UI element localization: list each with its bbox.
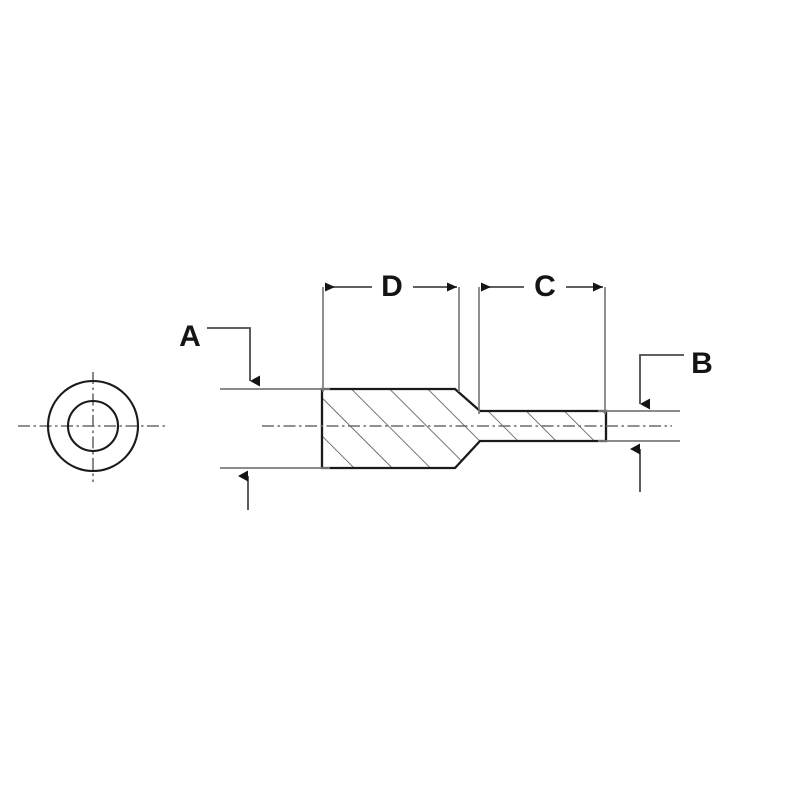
dimension-b-label: B bbox=[691, 347, 713, 380]
end-view-group bbox=[18, 372, 168, 482]
side-section-view-group bbox=[262, 387, 672, 470]
dimension-c: C bbox=[478, 270, 606, 414]
dimension-b-leader bbox=[639, 354, 684, 410]
dimension-a: A bbox=[179, 320, 330, 510]
dimension-b: B bbox=[598, 347, 713, 492]
dimension-d-label: D bbox=[381, 270, 403, 303]
dimension-d: D bbox=[322, 270, 460, 392]
dimension-a-label: A bbox=[179, 320, 201, 353]
section-hatching bbox=[322, 389, 606, 468]
end-view-outer-circle bbox=[46, 379, 140, 473]
dimension-c-label: C bbox=[534, 270, 556, 303]
end-view-inner-circle bbox=[66, 399, 120, 453]
dimension-a-leader bbox=[207, 327, 260, 387]
